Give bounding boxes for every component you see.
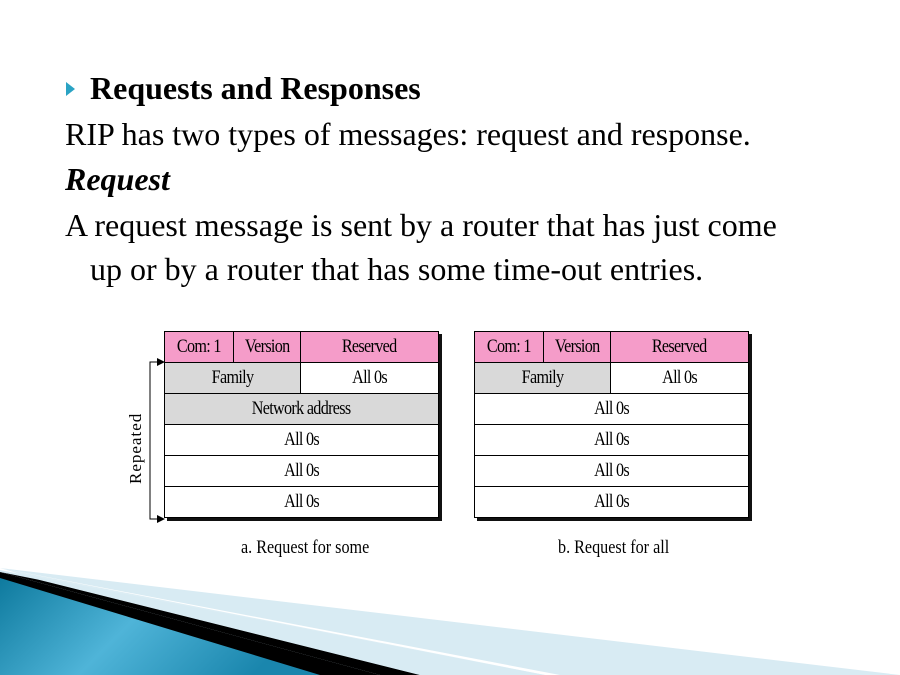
repeated-bracket-arrow-icon: [149, 358, 165, 523]
zeros-field: All 0s: [594, 398, 630, 419]
paragraph-line-2: up or by a router that has some time-out…: [90, 251, 704, 287]
network-address-field: Network address: [252, 398, 351, 419]
version-field: Version: [554, 336, 600, 357]
zeros-field: All 0s: [284, 491, 320, 512]
request-for-all-diagram: Com: 1 Version Reserved Family All 0s Al…: [474, 331, 749, 518]
reserved-field: Reserved: [342, 336, 397, 357]
version-field: Version: [244, 336, 290, 357]
request-for-some-diagram: Com: 1 Version Reserved Family All 0s Ne…: [164, 331, 439, 518]
zeros-field: All 0s: [284, 429, 320, 450]
caption-b: b. Request for all: [558, 537, 670, 558]
zeros-field: All 0s: [594, 429, 630, 450]
zeros-field: All 0s: [352, 367, 388, 388]
decorative-swoosh: [0, 568, 900, 675]
heading: Requests and Responses: [90, 70, 421, 106]
intro-text: RIP has two types of messages: request a…: [65, 116, 751, 152]
repeated-label: Repeated: [126, 412, 145, 484]
bullet-arrow-icon: [66, 82, 75, 96]
command-field: Com: 1: [487, 336, 532, 357]
reserved-field: Reserved: [652, 336, 707, 357]
paragraph-line-1: A request message is sent by a router th…: [65, 207, 777, 243]
family-field: Family: [211, 367, 254, 388]
subheading: Request: [65, 161, 170, 197]
zeros-field: All 0s: [662, 367, 698, 388]
zeros-field: All 0s: [284, 460, 320, 481]
zeros-field: All 0s: [594, 460, 630, 481]
caption-a: a. Request for some: [241, 537, 370, 558]
zeros-field: All 0s: [594, 491, 630, 512]
command-field: Com: 1: [177, 336, 222, 357]
family-field: Family: [521, 367, 564, 388]
